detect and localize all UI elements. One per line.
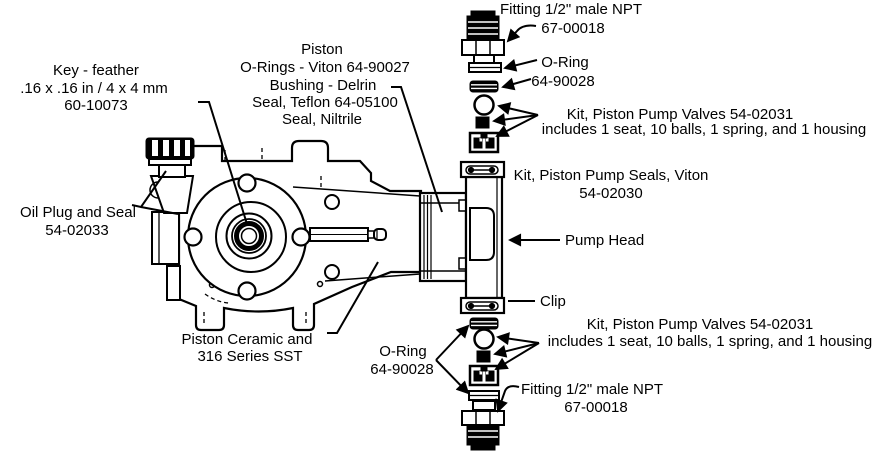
piston-rod-shape [309, 227, 387, 242]
label-oring-bottom-1: O-Ring [379, 343, 427, 360]
fitting-npt-bottom-shape [461, 410, 505, 451]
label-pump-head: Pump Head [565, 232, 644, 249]
label-clip: Clip [540, 293, 566, 310]
oil-drain-boss-shape [151, 211, 180, 265]
label-piston-5: Seal, Niltrile [282, 111, 362, 128]
fitting-npt-top-shape [461, 10, 505, 56]
leader-key-feather [198, 101, 248, 225]
leader-oil-plug-b [140, 206, 179, 215]
label-piston-4: Seal, Teflon 64-05100 [252, 94, 398, 111]
label-key-feather-2: .16 x .16 in / 4 x 4 mm [20, 80, 168, 97]
label-fitting-bottom-2: 67-00018 [564, 399, 627, 416]
leader-piston [391, 86, 443, 213]
flange-bolt-hole-shape [237, 173, 257, 193]
label-piston-ceramic-2: 316 Series SST [197, 348, 302, 365]
valve-housing-bottom-shape [468, 364, 500, 387]
oring-top-shape [469, 80, 499, 93]
label-seals-kit-1: Kit, Piston Pump Seals, Viton [514, 167, 709, 184]
label-oil-plug-1: Oil Plug and Seal [20, 204, 136, 221]
oil-fill-cap-shape [145, 137, 195, 214]
label-valves-kit-top-1: Kit, Piston Pump Valves 54-02031 [567, 106, 794, 123]
pump-head-shape [464, 175, 504, 300]
label-piston-1: Piston [301, 41, 343, 58]
label-oil-plug-2: 54-02033 [45, 222, 108, 239]
flange-bolt-hole-shape [237, 281, 257, 301]
valve-spring-bottom-shape [476, 350, 491, 363]
bearing-flange-shape [183, 173, 340, 301]
leader-lines [131, 24, 560, 413]
valve-spring-top-shape [475, 116, 490, 129]
leader-fitting-top [506, 24, 537, 43]
leader-fitting-bottom [495, 385, 520, 413]
valve-housing-top-shape [468, 131, 500, 154]
label-valves-kit-bottom-2: includes 1 seat, 10 balls, 1 spring, and… [548, 333, 872, 350]
label-key-feather-3: 60-10073 [64, 97, 127, 114]
label-piston-3: Bushing - Delrin [270, 77, 377, 94]
flange-bolt-hole-shape [183, 227, 203, 247]
valve-ball-bottom-shape [473, 328, 495, 350]
leader-oring-top-b [501, 77, 532, 91]
clip-bottom-shape [459, 296, 506, 315]
leader-valves-top-spring [492, 113, 539, 126]
label-valves-kit-top-2: includes 1 seat, 10 balls, 1 spring, and… [542, 121, 866, 138]
label-valves-kit-bottom-1: Kit, Piston Pump Valves 54-02031 [587, 316, 814, 333]
leader-oring-bottom-a [435, 324, 470, 361]
label-fitting-top-1: Fitting 1/2" male NPT [500, 1, 642, 18]
oring-bottom-shape [469, 317, 499, 330]
leader-valves-bottom-ball [496, 332, 540, 346]
leader-oring-bottom-b [435, 359, 470, 395]
leader-piston-ceramic [327, 261, 379, 334]
label-oring-bottom-2: 64-90028 [370, 361, 433, 378]
leader-valves-top-ball [497, 102, 539, 116]
leader-valves-top-housing [495, 114, 539, 137]
valve-ball-top-shape [473, 94, 495, 116]
label-oring-top-2: 64-90028 [531, 73, 594, 90]
leader-valves-bottom-spring [493, 342, 540, 358]
label-seals-kit-2: 54-02030 [579, 185, 642, 202]
label-key-feather-1: Key - feather [53, 62, 139, 79]
label-oring-top-1: O-Ring [541, 54, 589, 71]
flange-bolt-hole-shape [291, 227, 311, 247]
clip-top-shape [459, 160, 506, 179]
label-fitting-top-2: 67-00018 [541, 20, 604, 37]
oring-seat-washers-top-shape [468, 54, 502, 73]
labels-layer: Fitting 1/2" male NPT 67-00018 O-Ring 64… [20, 1, 872, 416]
leader-oring-top-a [503, 59, 538, 72]
label-piston-2: O-Rings - Viton 64-90027 [240, 59, 410, 76]
label-piston-ceramic-1: Piston Ceramic and [182, 331, 313, 348]
leader-valves-bottom-housing [494, 342, 540, 371]
oring-seat-washers-bottom-shape [468, 390, 500, 411]
label-fitting-bottom-1: Fitting 1/2" male NPT [521, 381, 663, 398]
piston-cylinder-shape [418, 191, 469, 283]
